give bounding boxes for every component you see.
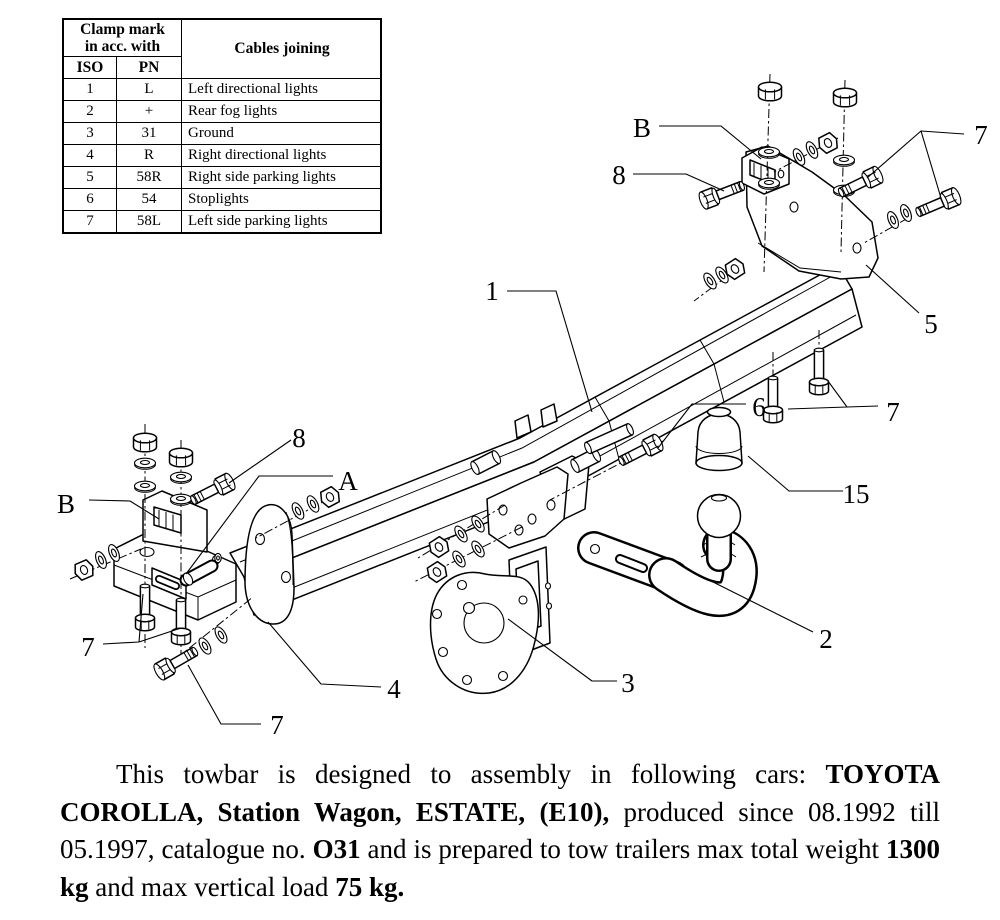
- callout-a: A: [338, 466, 358, 496]
- clamp-mark-table: Clamp mark in acc. with Cables joining I…: [62, 18, 382, 234]
- socket-plate: [429, 546, 553, 695]
- desc-car-model: TOYOTA COROLLA, Station Wagon, ESTATE, (…: [60, 759, 940, 827]
- table-header-iso: ISO: [62, 56, 117, 79]
- desc-max-weight: 1300 kg: [60, 834, 940, 902]
- centre-pins-and-bolts: [413, 255, 749, 586]
- table-row: 2 + Rear fog lights: [62, 100, 382, 123]
- cell-iso: 6: [62, 188, 117, 211]
- cell-cable: Stoplights: [181, 188, 382, 211]
- ball-cover: [695, 406, 743, 472]
- desc-vertical: and max vertical load: [88, 871, 336, 902]
- left-bracket: [113, 490, 237, 621]
- desc-produced: produced since 08.1992 till 05.1997, cat…: [60, 796, 940, 865]
- table-row: 1 L Left directional lights: [62, 78, 382, 101]
- cell-iso: 7: [62, 210, 117, 234]
- leader-lines: [88, 125, 965, 725]
- right-end-bracket: [741, 145, 879, 280]
- table-header-cables: Cables joining: [181, 18, 382, 79]
- cell-iso: 5: [62, 166, 117, 189]
- cell-pn: 58R: [116, 166, 182, 189]
- table-header-pn: PN: [116, 56, 182, 79]
- cell-cable: Rear fog lights: [181, 100, 382, 123]
- cell-pn: R: [116, 144, 182, 167]
- cell-pn: 54: [116, 188, 182, 211]
- table-row: 6 54 Stoplights: [62, 188, 382, 211]
- cell-iso: 2: [62, 100, 117, 123]
- right-fasteners: [696, 73, 964, 424]
- header-line1: Clamp mark: [80, 20, 165, 38]
- cell-pn: 58L: [116, 210, 182, 234]
- callout-6: 6: [752, 392, 766, 422]
- callout-15: 15: [843, 479, 870, 509]
- stud-pin-a: [179, 552, 222, 587]
- towball-swan-neck: [577, 493, 758, 618]
- cell-iso: 4: [62, 144, 117, 167]
- table-row: 7 58L Left side parking lights: [62, 210, 382, 234]
- header-line2: in acc. with: [84, 38, 161, 55]
- description-text: This towbar is designed to assembly in f…: [60, 756, 940, 906]
- callout-7-topright: 7: [974, 120, 988, 150]
- table-row: 5 58R Right side parking lights: [62, 166, 382, 189]
- left-fasteners: [69, 424, 344, 683]
- callout-labels: 1 B 8 7 5 6 7 15 8 A B 7 4 3 7 2: [57, 113, 988, 740]
- desc-intro: This towbar is designed to assembly in f…: [116, 759, 826, 789]
- callout-b-left: B: [57, 489, 75, 519]
- table-header-clamp-mark: Clamp mark in acc. with: [62, 18, 182, 57]
- cell-cable: Ground: [181, 122, 382, 145]
- desc-trailers: and is prepared to tow trailers max tota…: [360, 834, 886, 865]
- cell-iso: 1: [62, 78, 117, 101]
- callout-7-bottomleft: 7: [270, 710, 284, 740]
- callout-3: 3: [621, 668, 635, 698]
- cell-iso: 3: [62, 122, 117, 145]
- cell-cable: Right side parking lights: [181, 166, 382, 189]
- callout-8-top: 8: [612, 160, 626, 190]
- callout-8-left: 8: [292, 423, 306, 453]
- desc-max-load: 75 kg.: [335, 871, 405, 902]
- callout-7-midright: 7: [886, 397, 900, 427]
- cell-cable: Left directional lights: [181, 78, 382, 101]
- cell-pn: +: [116, 100, 182, 123]
- callout-1: 1: [485, 276, 499, 306]
- callout-7-left: 7: [81, 632, 95, 662]
- desc-catalogue-no: O31: [312, 834, 361, 865]
- callout-b-top: B: [633, 113, 651, 143]
- callout-4: 4: [387, 674, 401, 704]
- left-end-plate: [244, 504, 295, 625]
- table-row: 4 R Right directional lights: [62, 144, 382, 167]
- cell-cable: Right directional lights: [181, 144, 382, 167]
- callout-2: 2: [819, 624, 833, 654]
- cell-pn: 31: [116, 122, 182, 145]
- table-row: 3 31 Ground: [62, 122, 382, 145]
- cell-cable: Left side parking lights: [181, 210, 382, 234]
- cell-pn: L: [116, 78, 182, 101]
- callout-5: 5: [924, 309, 938, 339]
